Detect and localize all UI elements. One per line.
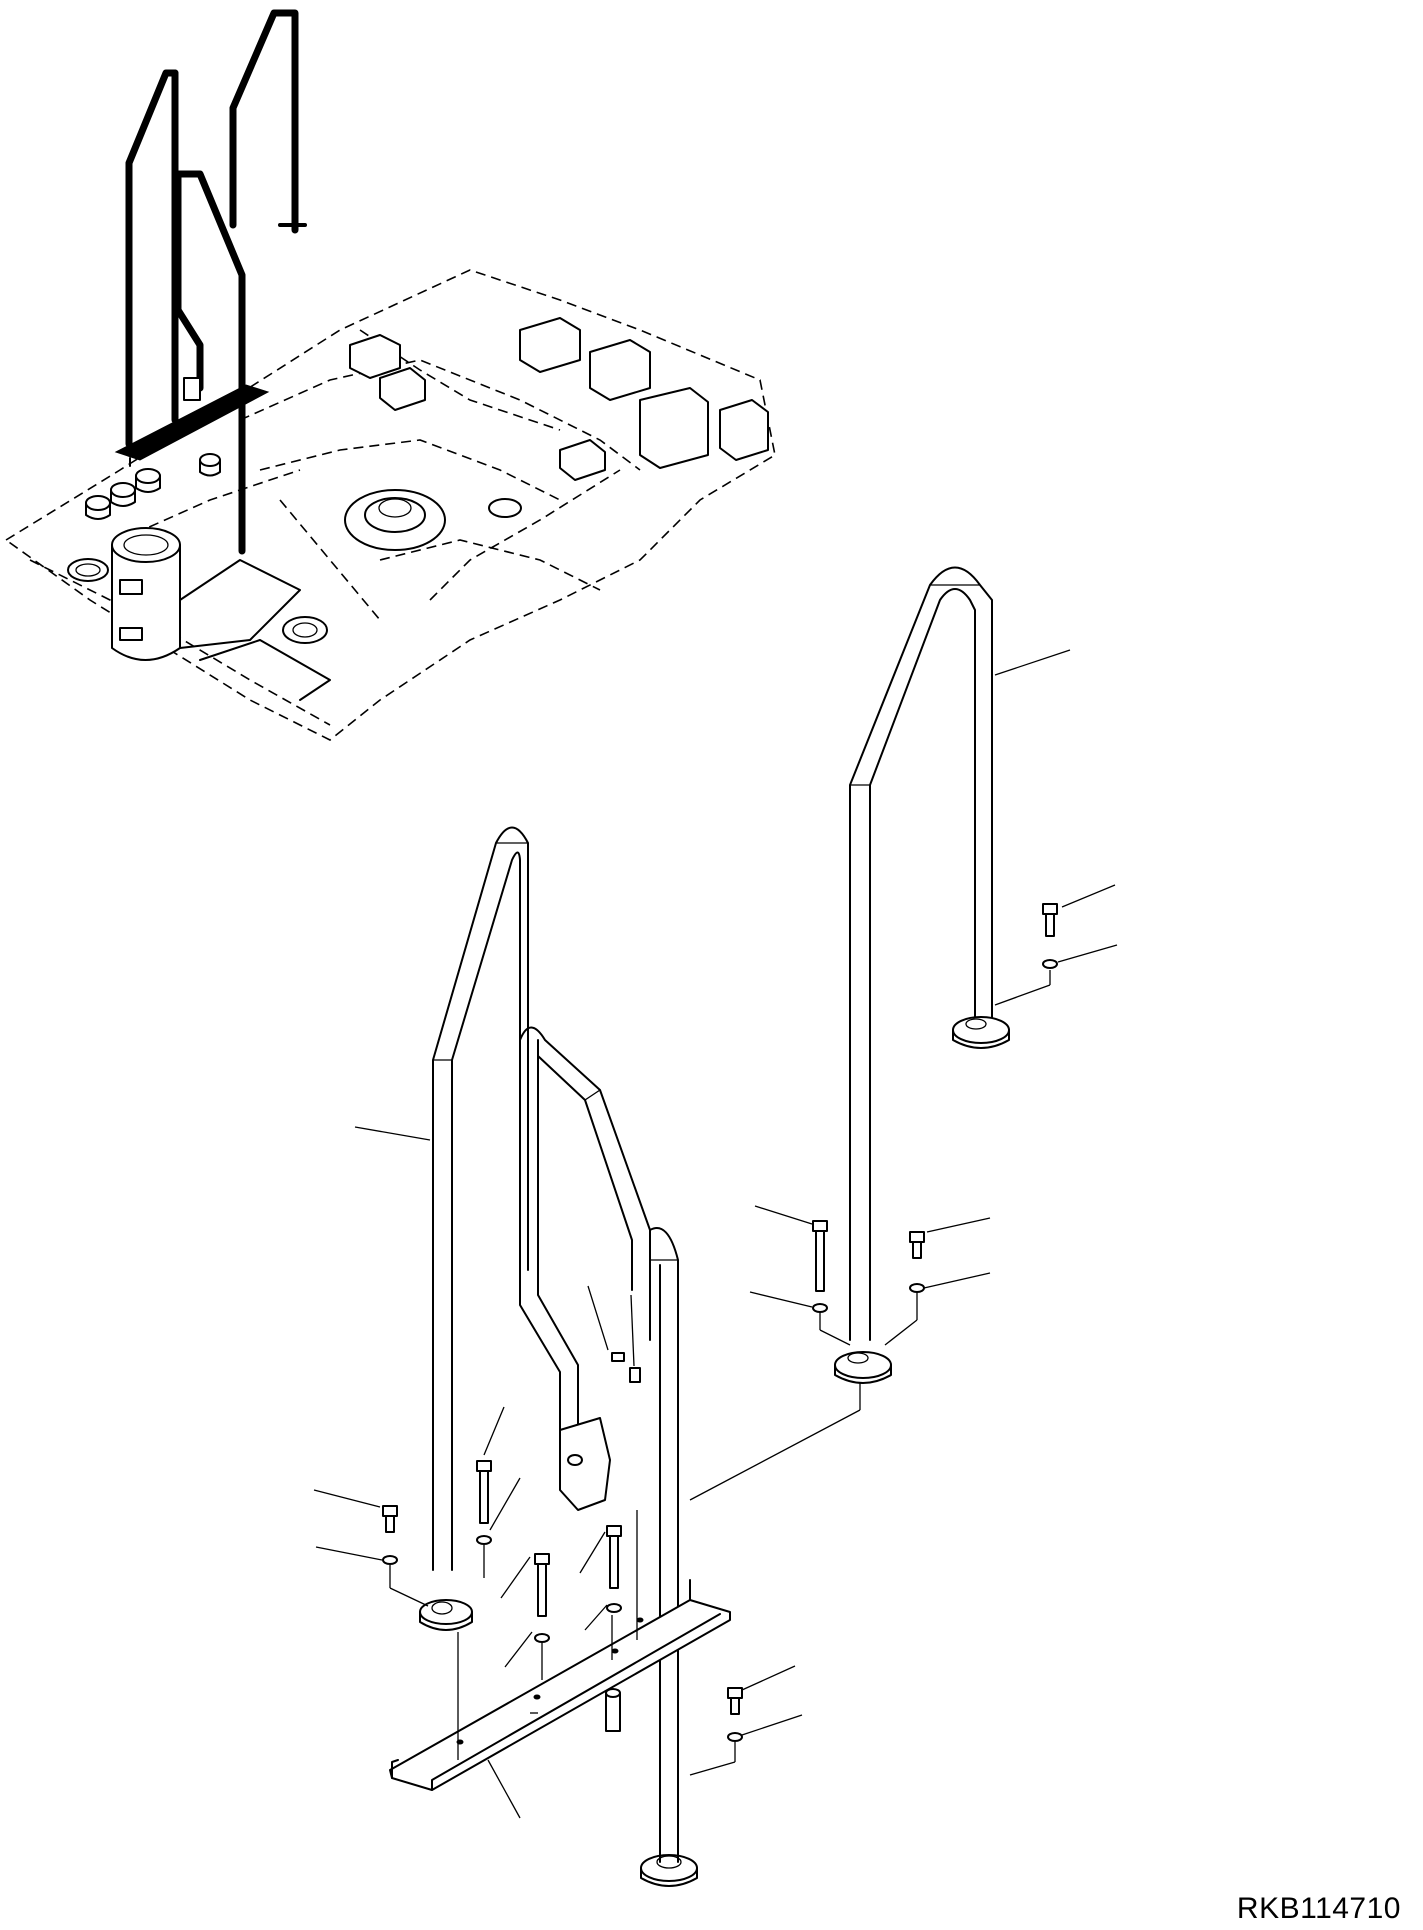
fasteners [382, 903, 1058, 1742]
leader-lines [313, 649, 1118, 1819]
revolving-frame-overview [5, 9, 776, 741]
step-plate [389, 1579, 731, 1791]
drawing-reference-code: RKB114710 [1236, 1892, 1401, 1925]
right-handrail [834, 566, 1010, 1384]
left-handrail-assembly [419, 826, 698, 1887]
assembly-lines [389, 970, 1051, 1776]
